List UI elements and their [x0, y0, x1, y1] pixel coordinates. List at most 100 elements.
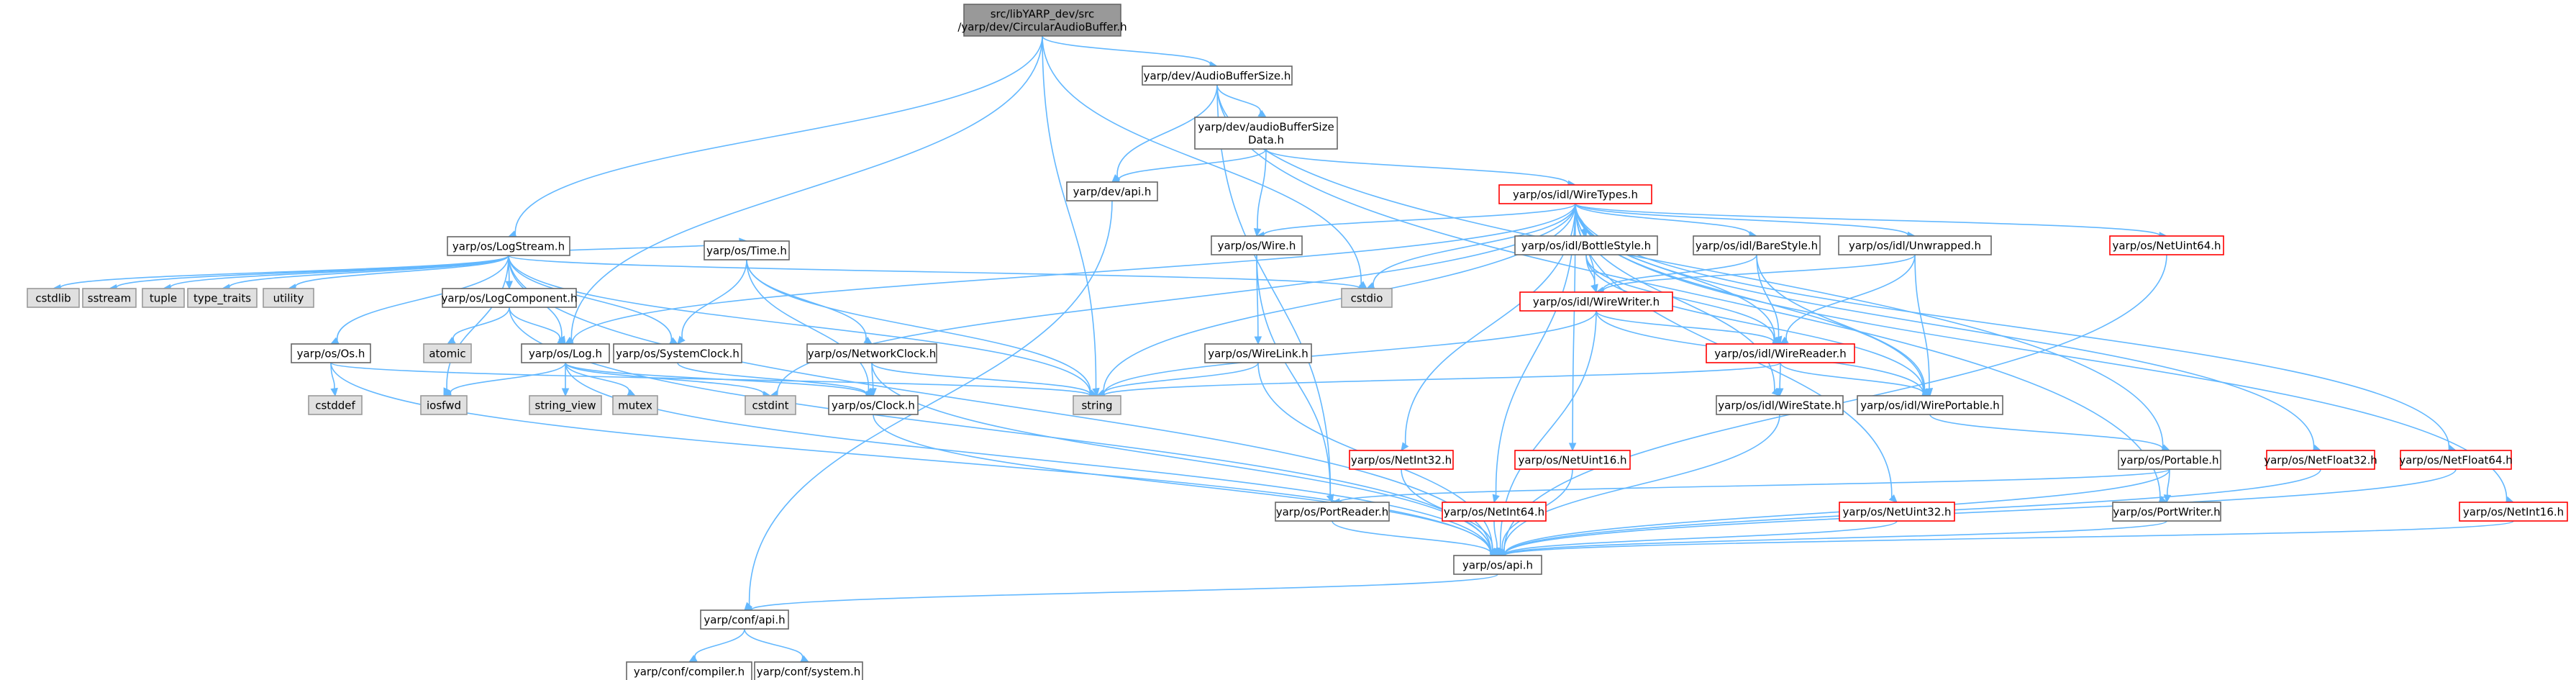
node-yarp-os-netfloat64-h[interactable]: yarp/os/NetFloat64.h	[2399, 450, 2513, 470]
edge-clock-to-osapi	[873, 414, 1492, 554]
edge-wiretypes-to-netint16	[1575, 203, 2508, 500]
arrowhead-bottlestyle-to-wirewriter	[1590, 284, 1598, 294]
node-box	[626, 661, 752, 680]
edge-sysclock-to-clock	[677, 362, 867, 396]
node-cstddef: cstddef	[308, 395, 363, 415]
node-label: yarp/os/idl/WirePortable.h	[1860, 399, 2000, 412]
edge-wirestate-to-osapi	[1503, 414, 1780, 553]
edge-wiretypes-to-wire	[1263, 203, 1576, 236]
node-label: yarp/os/idl/BareStyle.h	[1696, 240, 1818, 253]
node-label: cstdio	[1351, 292, 1383, 305]
node-yarp-os-netuint64-h[interactable]: yarp/os/NetUint64.h	[2109, 235, 2224, 255]
edge-absdata-to-wiretypes	[1265, 148, 1569, 185]
node-box	[447, 236, 570, 256]
node-box	[1073, 395, 1121, 415]
edge-root-to-string	[1042, 35, 1097, 389]
node-label: yarp/os/idl/WireWriter.h	[1533, 296, 1660, 309]
arrowhead-logcomp-to-atomic	[446, 337, 456, 345]
node-label: yarp/os/WireLink.h	[1208, 348, 1309, 361]
edge-logstream-to-cstdio	[508, 255, 1360, 289]
arrowhead-log-to-mutex	[627, 389, 637, 396]
node-yarp-os-clock-h[interactable]: yarp/os/Clock.h	[828, 395, 919, 415]
arrowhead-log-to-string_view	[561, 388, 570, 397]
node-yarp-os-logcomponent-h[interactable]: yarp/os/LogComponent.h	[441, 288, 578, 308]
node-label: yarp/os/LogComponent.h	[441, 292, 577, 305]
arrowhead-portable-to-portwriter	[2163, 494, 2172, 504]
node-yarp-os-netint64-h[interactable]: yarp/os/NetInt64.h	[1442, 502, 1547, 522]
node-yarp-os-portable-h[interactable]: yarp/os/Portable.h	[2118, 450, 2221, 470]
edge-root-to-absize	[1042, 35, 1211, 66]
node-yarp-os-systemclock-h[interactable]: yarp/os/SystemClock.h	[613, 343, 742, 363]
nodes-layer: src/libYARP_dev/src/yarp/dev/CircularAud…	[27, 4, 2568, 680]
edge-logstream-to-string	[508, 255, 1091, 394]
node-yarp-os-idl-barestyle-h[interactable]: yarp/os/idl/BareStyle.h	[1693, 235, 1821, 255]
node-label: yarp/os/NetInt64.h	[1444, 506, 1544, 519]
node-yarp-os-netint16-h[interactable]: yarp/os/NetInt16.h	[2459, 502, 2568, 522]
arrowhead-confapi-to-compiler	[688, 655, 698, 663]
node-yarp-os-idl-wiretypes-h[interactable]: yarp/os/idl/WireTypes.h	[1498, 184, 1652, 204]
node-box	[613, 343, 742, 363]
node-box	[806, 343, 937, 363]
node-yarp-os-time-h[interactable]: yarp/os/Time.h	[704, 240, 790, 260]
edge-root-to-log	[570, 35, 1043, 340]
edge-time-to-clock	[746, 259, 870, 391]
node-utility: utility	[263, 288, 314, 308]
node-iosfwd: iosfwd	[420, 395, 468, 415]
node-src-libyarp-dev-src-yarp-dev-circularaudiobuffer-h[interactable]: src/libYARP_dev/src/yarp/dev/CircularAud…	[957, 4, 1127, 37]
edge-time-to-netclock	[746, 259, 867, 340]
arrowhead-wiretypes-to-netuint16	[1568, 443, 1577, 452]
node-yarp-os-logstream-h[interactable]: yarp/os/LogStream.h	[447, 236, 570, 256]
edge-log-to-mutex	[565, 362, 629, 394]
node-yarp-os-netint32-h[interactable]: yarp/os/NetInt32.h	[1349, 450, 1454, 470]
edge-logstream-to-iosfwd	[446, 255, 509, 389]
node-yarp-os-log-h[interactable]: yarp/os/Log.h	[521, 343, 610, 363]
node-label: cstddef	[315, 399, 355, 412]
node-yarp-os-os-h[interactable]: yarp/os/Os.h	[291, 343, 371, 363]
node-box	[420, 395, 468, 415]
node-label: src/libYARP_dev/src	[991, 8, 1095, 22]
arrowhead-time-to-netclock	[863, 336, 873, 345]
node-yarp-os-netuint32-h[interactable]: yarp/os/NetUint32.h	[1839, 502, 1955, 522]
node-yarp-conf-compiler-h[interactable]: yarp/conf/compiler.h	[626, 661, 752, 680]
node-yarp-os-idl-wirereader-h[interactable]: yarp/os/idl/WireReader.h	[1706, 343, 1855, 363]
node-yarp-os-idl-unwrapped-h[interactable]: yarp/os/idl/Unwrapped.h	[1838, 235, 1992, 255]
node-label: /yarp/dev/CircularAudioBuffer.h	[957, 21, 1127, 34]
node-yarp-os-idl-wirestate-h[interactable]: yarp/os/idl/WireState.h	[1716, 395, 1844, 415]
node-yarp-os-networkclock-h[interactable]: yarp/os/NetworkClock.h	[806, 343, 937, 363]
node-label: yarp/os/idl/Unwrapped.h	[1849, 240, 1981, 253]
edge-netclock-to-string	[871, 362, 1091, 396]
node-cstdlib: cstdlib	[27, 288, 80, 308]
edge-wiretypes-to-cstdint	[776, 203, 1576, 394]
node-yarp-os-netfloat32-h[interactable]: yarp/os/NetFloat32.h	[2264, 450, 2377, 470]
node-yarp-os-netuint16-h[interactable]: yarp/os/NetUint16.h	[1514, 450, 1631, 470]
edge-logstream-to-osapi	[508, 255, 1492, 554]
node-yarp-os-portwriter-h[interactable]: yarp/os/PortWriter.h	[2112, 502, 2221, 522]
node-yarp-dev-audiobuffersize-h[interactable]: yarp/dev/AudioBufferSize.h	[1142, 65, 1293, 86]
node-label: yarp/os/NetUint16.h	[1518, 454, 1626, 467]
node-yarp-os-api-h[interactable]: yarp/os/api.h	[1453, 555, 1542, 575]
edge-time-to-sysclock	[681, 259, 747, 339]
node-yarp-os-idl-wireportable-h[interactable]: yarp/os/idl/WirePortable.h	[1857, 395, 2003, 415]
node-label: cstdint	[752, 399, 788, 412]
edge-log-to-clock	[565, 362, 867, 396]
node-yarp-os-portreader-h[interactable]: yarp/os/PortReader.h	[1275, 502, 1390, 522]
node-yarp-os-idl-wirewriter-h[interactable]: yarp/os/idl/WireWriter.h	[1519, 291, 1673, 312]
node-box	[423, 343, 472, 363]
node-yarp-os-wire-h[interactable]: yarp/os/Wire.h	[1211, 235, 1303, 255]
node-label: yarp/os/NetFloat32.h	[2264, 454, 2377, 467]
node-yarp-dev-api-h[interactable]: yarp/dev/api.h	[1066, 181, 1158, 201]
node-yarp-os-idl-bottlestyle-h[interactable]: yarp/os/idl/BottleStyle.h	[1514, 235, 1658, 255]
edge-wire-to-portreader	[1256, 254, 1331, 496]
node-box	[1349, 450, 1454, 470]
node-yarp-conf-api-h[interactable]: yarp/conf/api.h	[700, 609, 789, 630]
node-box	[1706, 343, 1855, 363]
edge-netint16-to-osapi	[1504, 520, 2514, 556]
edge-wirereader-to-string	[1103, 362, 1781, 396]
node-yarp-os-wirelink-h[interactable]: yarp/os/WireLink.h	[1204, 343, 1312, 363]
edge-wiretypes-to-unwrapped	[1575, 203, 1908, 236]
node-yarp-conf-system-h[interactable]: yarp/conf/system.h	[754, 661, 863, 680]
edge-time-to-string	[746, 259, 1091, 394]
edge-netint64-to-osapi	[1493, 520, 1498, 549]
edge-os-to-osapi	[330, 362, 1491, 555]
